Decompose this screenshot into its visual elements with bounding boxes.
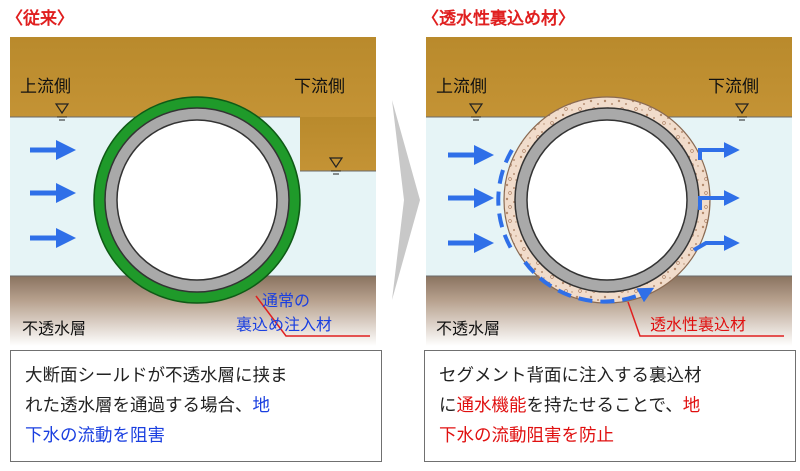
upstream-label: 上流側 (20, 77, 71, 97)
water-level-marker-downstream (734, 103, 750, 121)
flow-arrows-left (30, 140, 76, 248)
right-caption-line1: セグメント背面に注入する裏込材 (439, 366, 702, 386)
water-level-marker-upstream (468, 103, 484, 121)
tunnel-interior (526, 119, 688, 281)
right-caption-line2: に通水機能を持たせることで、地 (439, 391, 781, 421)
downstream-label: 下流側 (294, 77, 345, 97)
impermeable-label: 不透水層 (436, 319, 500, 338)
material-leader-line (627, 301, 784, 337)
left-caption-line2: れた透水層を通過する場合、地 (25, 391, 367, 421)
upstream-label: 上流側 (436, 77, 487, 97)
left-panel: 上流側 下流側 不透水層 通常の 裏込め注入材 (10, 37, 376, 346)
water-level-marker-upstream (54, 103, 70, 121)
material-label-line2: 裏込め注入材 (236, 315, 332, 334)
water-level-marker-downstream (328, 157, 344, 175)
flow-arrow-exit (698, 190, 740, 210)
caption-text: を持たせることで、 (526, 396, 683, 416)
ring-flow-path (496, 148, 514, 252)
material-leader-line (255, 295, 370, 337)
material-label: 透水性裏込材 (650, 315, 746, 334)
ring-flow-path (523, 260, 655, 304)
left-caption-line1: 大断面シールドが不透水層に挟ま (25, 366, 288, 386)
transition-arrow (392, 100, 420, 300)
tunnel-interior (116, 119, 278, 281)
left-caption-box: 大断面シールドが不透水層に挟ま れた透水層を通過する場合、地 下水の流動を阻害 (10, 350, 382, 462)
water-layer-downstream (300, 171, 376, 276)
soil-layer-downstream (300, 117, 376, 171)
right-panel: 上流側 下流側 不透水層 透水性裏込材 (426, 37, 792, 346)
flow-arrow-exit (692, 235, 740, 252)
caption-text: れた透水層を通過する場合、 (25, 396, 253, 416)
material-label-line1: 通常の (262, 291, 310, 310)
flow-arrows-right (448, 142, 740, 304)
caption-highlight: 地 (252, 396, 271, 416)
left-panel-title: 〈従来〉 (6, 9, 74, 29)
caption-highlight: 地 (682, 396, 701, 416)
right-panel-title: 〈透水性裏込め材〉 (422, 9, 575, 29)
impermeable-label: 不透水層 (22, 319, 86, 338)
flow-arrow-exit (698, 142, 740, 160)
downstream-label: 下流側 (708, 77, 759, 97)
left-caption-line3: 下水の流動を阻害 (25, 426, 165, 446)
right-caption-box: セグメント背面に注入する裏込材 に通水機能を持たせることで、地 下水の流動阻害を… (424, 350, 796, 462)
right-caption-line3: 下水の流動阻害を防止 (439, 426, 614, 446)
caption-text: に (439, 396, 457, 416)
caption-highlight: 通水機能 (456, 396, 527, 416)
